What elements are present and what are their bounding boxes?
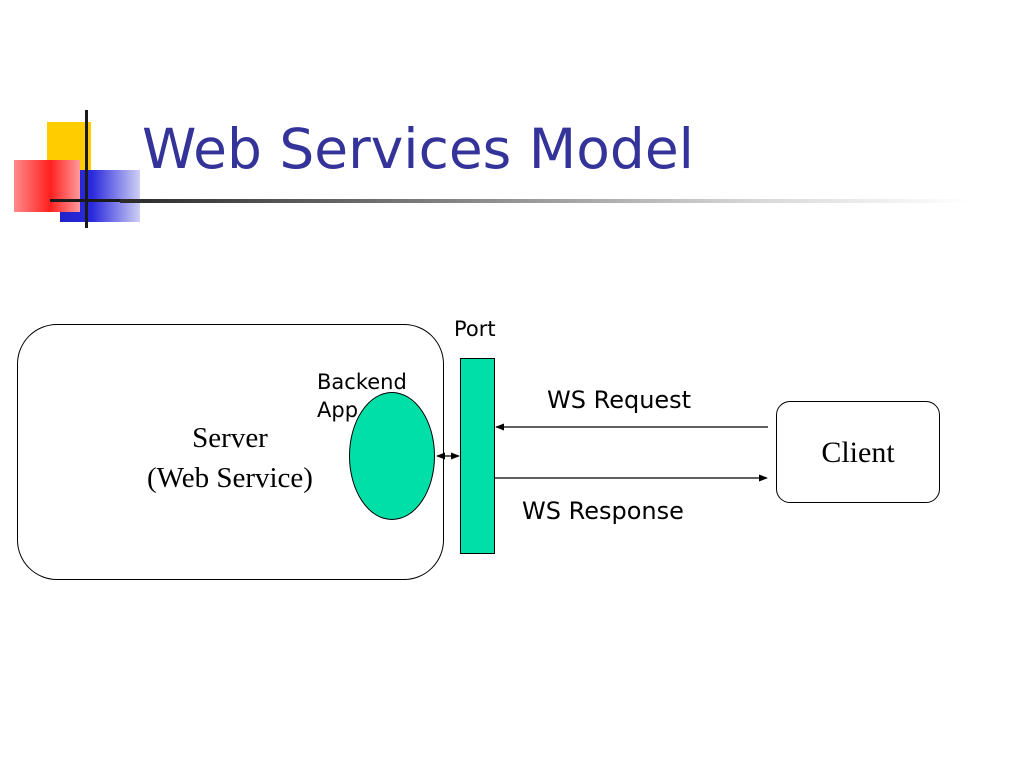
logo-vertical-line [85,110,88,228]
backend-label-line1: Backend [317,370,407,394]
title-underline [120,199,970,203]
server-label-line1: Server [192,422,268,454]
backend-label-line2: App [317,398,359,422]
client-label: Client [821,436,895,469]
logo-red-square [14,160,80,212]
logo-horizontal-line [50,199,122,202]
backend-app-ellipse [349,392,435,520]
slide-title: Web Services Model [142,117,694,181]
backend-app-label: Backend App [317,368,407,424]
client-box [776,401,940,503]
port-label: Port [454,317,496,341]
ws-request-label: WS Request [547,386,692,414]
port-rectangle [460,358,495,554]
slide-logo [0,0,150,240]
ws-response-label: WS Response [522,497,684,525]
server-label-line2: (Web Service) [147,462,313,494]
server-label: Server (Web Service) [120,418,340,498]
